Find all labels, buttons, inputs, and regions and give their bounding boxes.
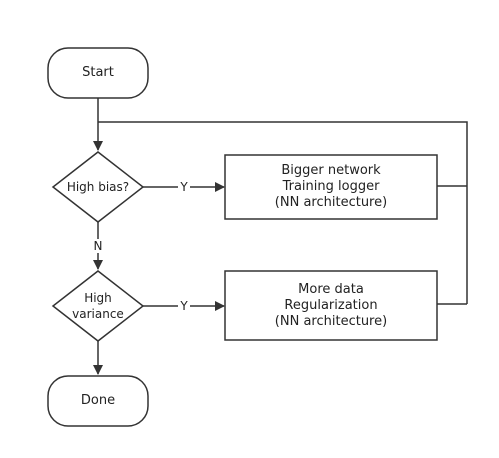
edge-label-bias-yes: Y — [180, 180, 188, 194]
variance-fix-box — [224, 270, 438, 341]
bias-fix-line-1: Bigger network — [281, 163, 381, 178]
edge-label-variance-yes: Y — [180, 299, 188, 313]
bias-fix-line-2: Training logger — [282, 179, 380, 194]
bias-fix-box — [224, 154, 438, 220]
edge-label-bias-no: N — [93, 239, 103, 253]
variance-fix-line-1: More data — [298, 282, 364, 297]
bias-fix-label: Bigger network Training logger (NN archi… — [225, 163, 437, 211]
variance-fix-label: More data Regularization (NN architectur… — [225, 282, 437, 330]
done-terminal — [47, 375, 149, 427]
high-variance-line-2: variance — [72, 307, 124, 321]
bias-fix-line-3: (NN architecture) — [274, 195, 388, 210]
high-variance-line-1: High — [84, 291, 112, 305]
variance-fix-line-2: Regularization — [284, 298, 378, 313]
variance-fix-line-3: (NN architecture) — [274, 314, 388, 329]
high-bias-label: High bias? — [66, 180, 130, 194]
edge-loop-back — [98, 121, 468, 304]
done-label: Done — [80, 393, 116, 408]
start-label: Start — [82, 65, 114, 80]
high-variance-label: High variance — [53, 290, 143, 322]
